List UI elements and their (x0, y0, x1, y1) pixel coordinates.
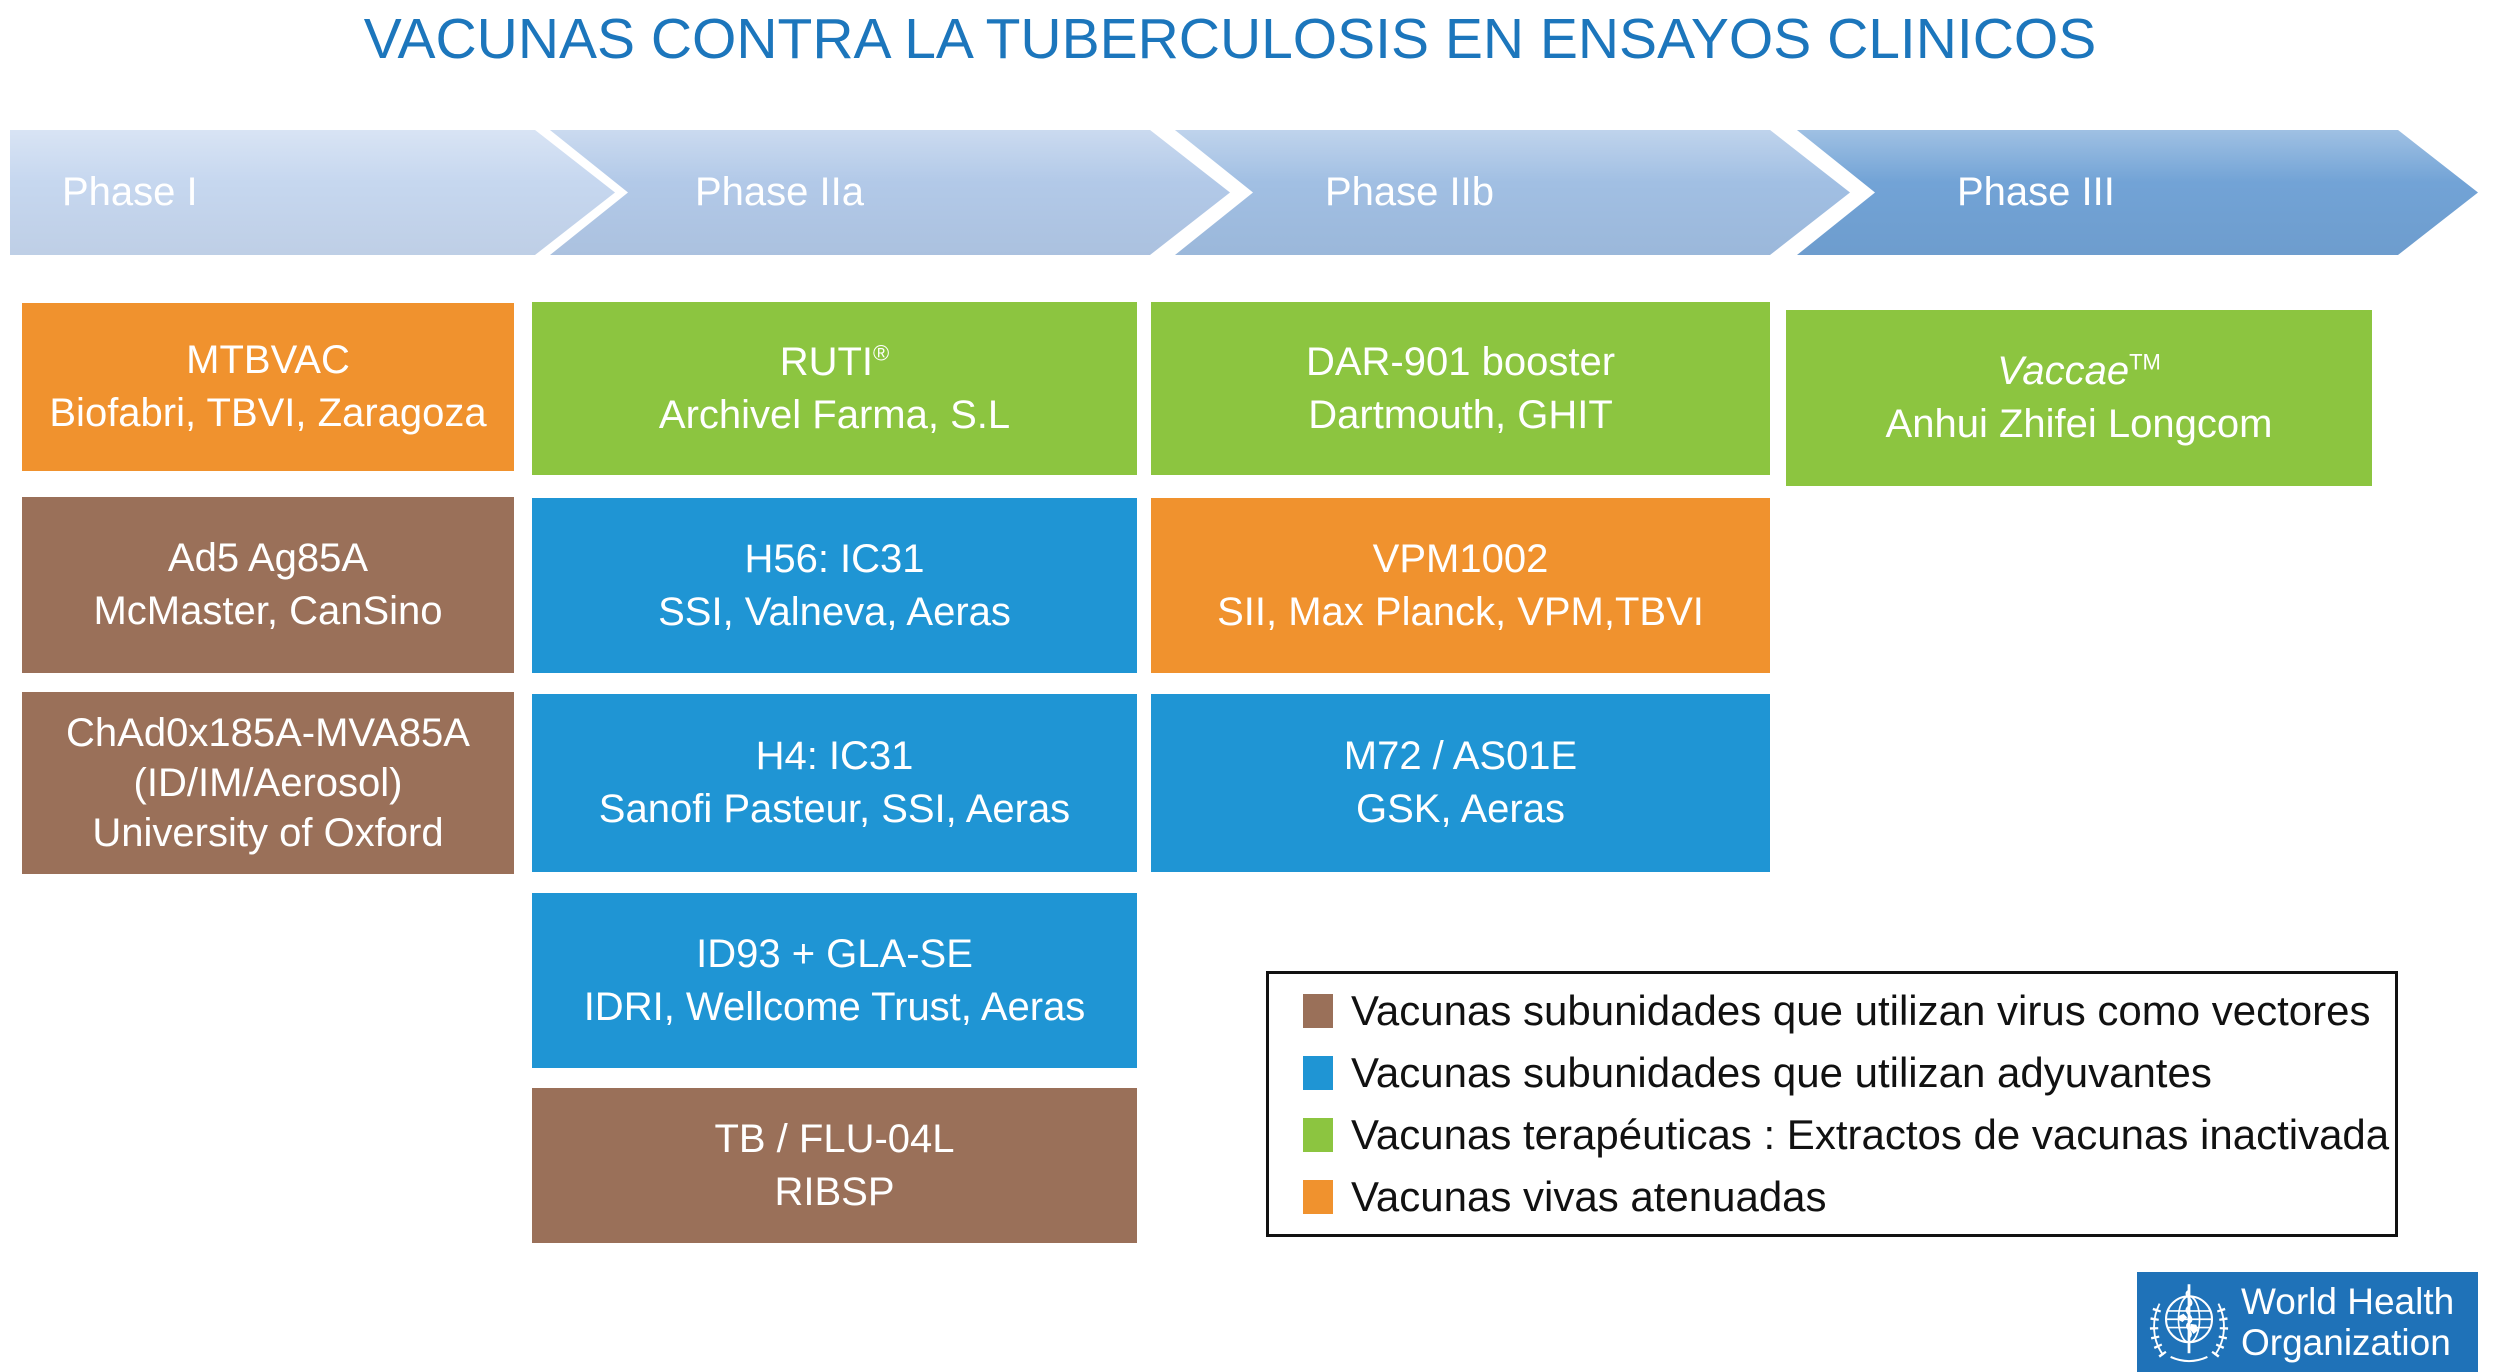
vaccine-sponsor: Sanofi Pasteur, SSI, Aeras (598, 787, 1071, 831)
vaccine-box-vpm1002: VPM1002 SII, Max Planck, VPM,TBVI (1151, 498, 1770, 673)
phase-arrow-2a: Phase IIa (550, 130, 1230, 255)
legend-item-viral-vector: Vacunas subunidades que utilizan virus c… (1303, 987, 2395, 1035)
vaccine-box-h56-ic31: H56: IC31 SSI, Valneva, Aeras (532, 498, 1137, 673)
vaccine-sponsor: RIBSP (774, 1169, 895, 1214)
vaccine-sponsor: Biofabri, TBVI, Zaragoza (49, 391, 487, 435)
vaccine-name: M72 / AS01E (1343, 734, 1578, 779)
vaccine-name: TB / FLU-04L (714, 1116, 955, 1161)
vaccine-sponsor: IDRI, Wellcome Trust, Aeras (583, 984, 1086, 1029)
phase-3-label: Phase III (1957, 170, 2115, 214)
legend-label: Vacunas vivas atenuadas (1351, 1173, 1827, 1220)
vaccine-box-ruti: RUTI® Archivel Farma, S.L (532, 302, 1137, 475)
vaccine-box-tb-flu-04l: TB / FLU-04L RIBSP (532, 1088, 1137, 1243)
vaccine-sponsor: SSI, Valneva, Aeras (658, 589, 1011, 634)
vaccine-name: ID93 + GLA-SE (696, 931, 973, 976)
vaccine-box-chadox185a-mva85a: ChAd0x185A-MVA85A (ID/IM/Aerosol) Univer… (22, 692, 514, 874)
who-logo: World Health Organization (2137, 1272, 2478, 1372)
vaccine-sponsor: Dartmouth, GHIT (1308, 392, 1613, 437)
vaccine-name: VPM1002 (1372, 536, 1549, 581)
vaccine-sponsor: SII, Max Planck, VPM,TBVI (1217, 589, 1704, 634)
who-logo-text: World Health Organization (2241, 1281, 2454, 1364)
vaccine-name: RUTI® (779, 339, 890, 384)
vaccine-box-mtbvac: MTBVAC Biofabri, TBVI, Zaragoza (22, 303, 514, 471)
live-attenuated-swatch-icon (1303, 1180, 1333, 1214)
vaccine-sponsor: University of Oxford (92, 811, 444, 855)
vaccine-name: MTBVAC (186, 338, 350, 383)
vaccine-name: DAR-901 booster (1305, 339, 1616, 384)
adjuvant-swatch-icon (1303, 1056, 1333, 1090)
phase-2b-label: Phase IIb (1325, 170, 1495, 214)
vaccine-subtitle: (ID/IM/Aerosol) (133, 761, 403, 805)
phase-arrow-1: Phase I (10, 130, 615, 255)
vaccine-box-h4-ic31: H4: IC31 Sanofi Pasteur, SSI, Aeras (532, 694, 1137, 872)
vaccine-sponsor: GSK, Aeras (1356, 787, 1565, 831)
trademark-mark: TM (2129, 349, 2161, 375)
vaccine-name: H56: IC31 (744, 536, 925, 581)
phase-1-label: Phase I (62, 170, 198, 214)
vaccine-box-vaccae: VaccaeTM Anhui Zhifei Longcom (1786, 310, 2372, 486)
legend-item-live-attenuated: Vacunas vivas atenuadas (1303, 1173, 2395, 1221)
vaccine-box-ad5-ag85a: Ad5 Ag85A McMaster, CanSino (22, 497, 514, 673)
vaccine-name: VaccaeTM (1997, 349, 2161, 394)
phase-arrow-3: Phase III (1797, 130, 2478, 255)
vaccine-sponsor: McMaster, CanSino (93, 589, 443, 633)
legend-item-therapeutic: Vacunas terapéuticas : Extractos de vacu… (1303, 1111, 2395, 1159)
vaccine-box-m72-as01e: M72 / AS01E GSK, Aeras (1151, 694, 1770, 872)
vaccine-name: Ad5 Ag85A (167, 536, 369, 581)
registered-mark: ® (873, 340, 890, 366)
vaccine-box-id93-gla-se: ID93 + GLA-SE IDRI, Wellcome Trust, Aera… (532, 893, 1137, 1068)
vaccine-sponsor: Anhui Zhifei Longcom (1885, 402, 2273, 446)
viral-vector-swatch-icon (1303, 994, 1333, 1028)
legend-item-adjuvant: Vacunas subunidades que utilizan adyuvan… (1303, 1049, 2395, 1097)
who-text-line2: Organization (2241, 1322, 2451, 1363)
vaccine-sponsor: Archivel Farma, S.L (658, 392, 1011, 437)
legend-label: Vacunas subunidades que utilizan virus c… (1351, 987, 2371, 1034)
who-text-line1: World Health (2241, 1280, 2455, 1322)
vaccine-name: ChAd0x185A-MVA85A (66, 711, 470, 755)
vaccine-box-dar901: DAR-901 booster Dartmouth, GHIT (1151, 302, 1770, 475)
legend: Vacunas subunidades que utilizan virus c… (1266, 971, 2398, 1237)
vaccine-name: H4: IC31 (755, 734, 914, 779)
legend-label: Vacunas terapéuticas : Extractos de vacu… (1351, 1111, 2390, 1158)
legend-label: Vacunas subunidades que utilizan adyuvan… (1351, 1049, 2212, 1096)
who-emblem-icon (2150, 1284, 2228, 1363)
page-title: VACUNAS CONTRA LA TUBERCULOSIS EN ENSAYO… (363, 7, 2097, 71)
phase-arrow-2b: Phase IIb (1175, 130, 1850, 255)
therapeutic-swatch-icon (1303, 1118, 1333, 1152)
phase-2a-label: Phase IIa (695, 170, 865, 214)
